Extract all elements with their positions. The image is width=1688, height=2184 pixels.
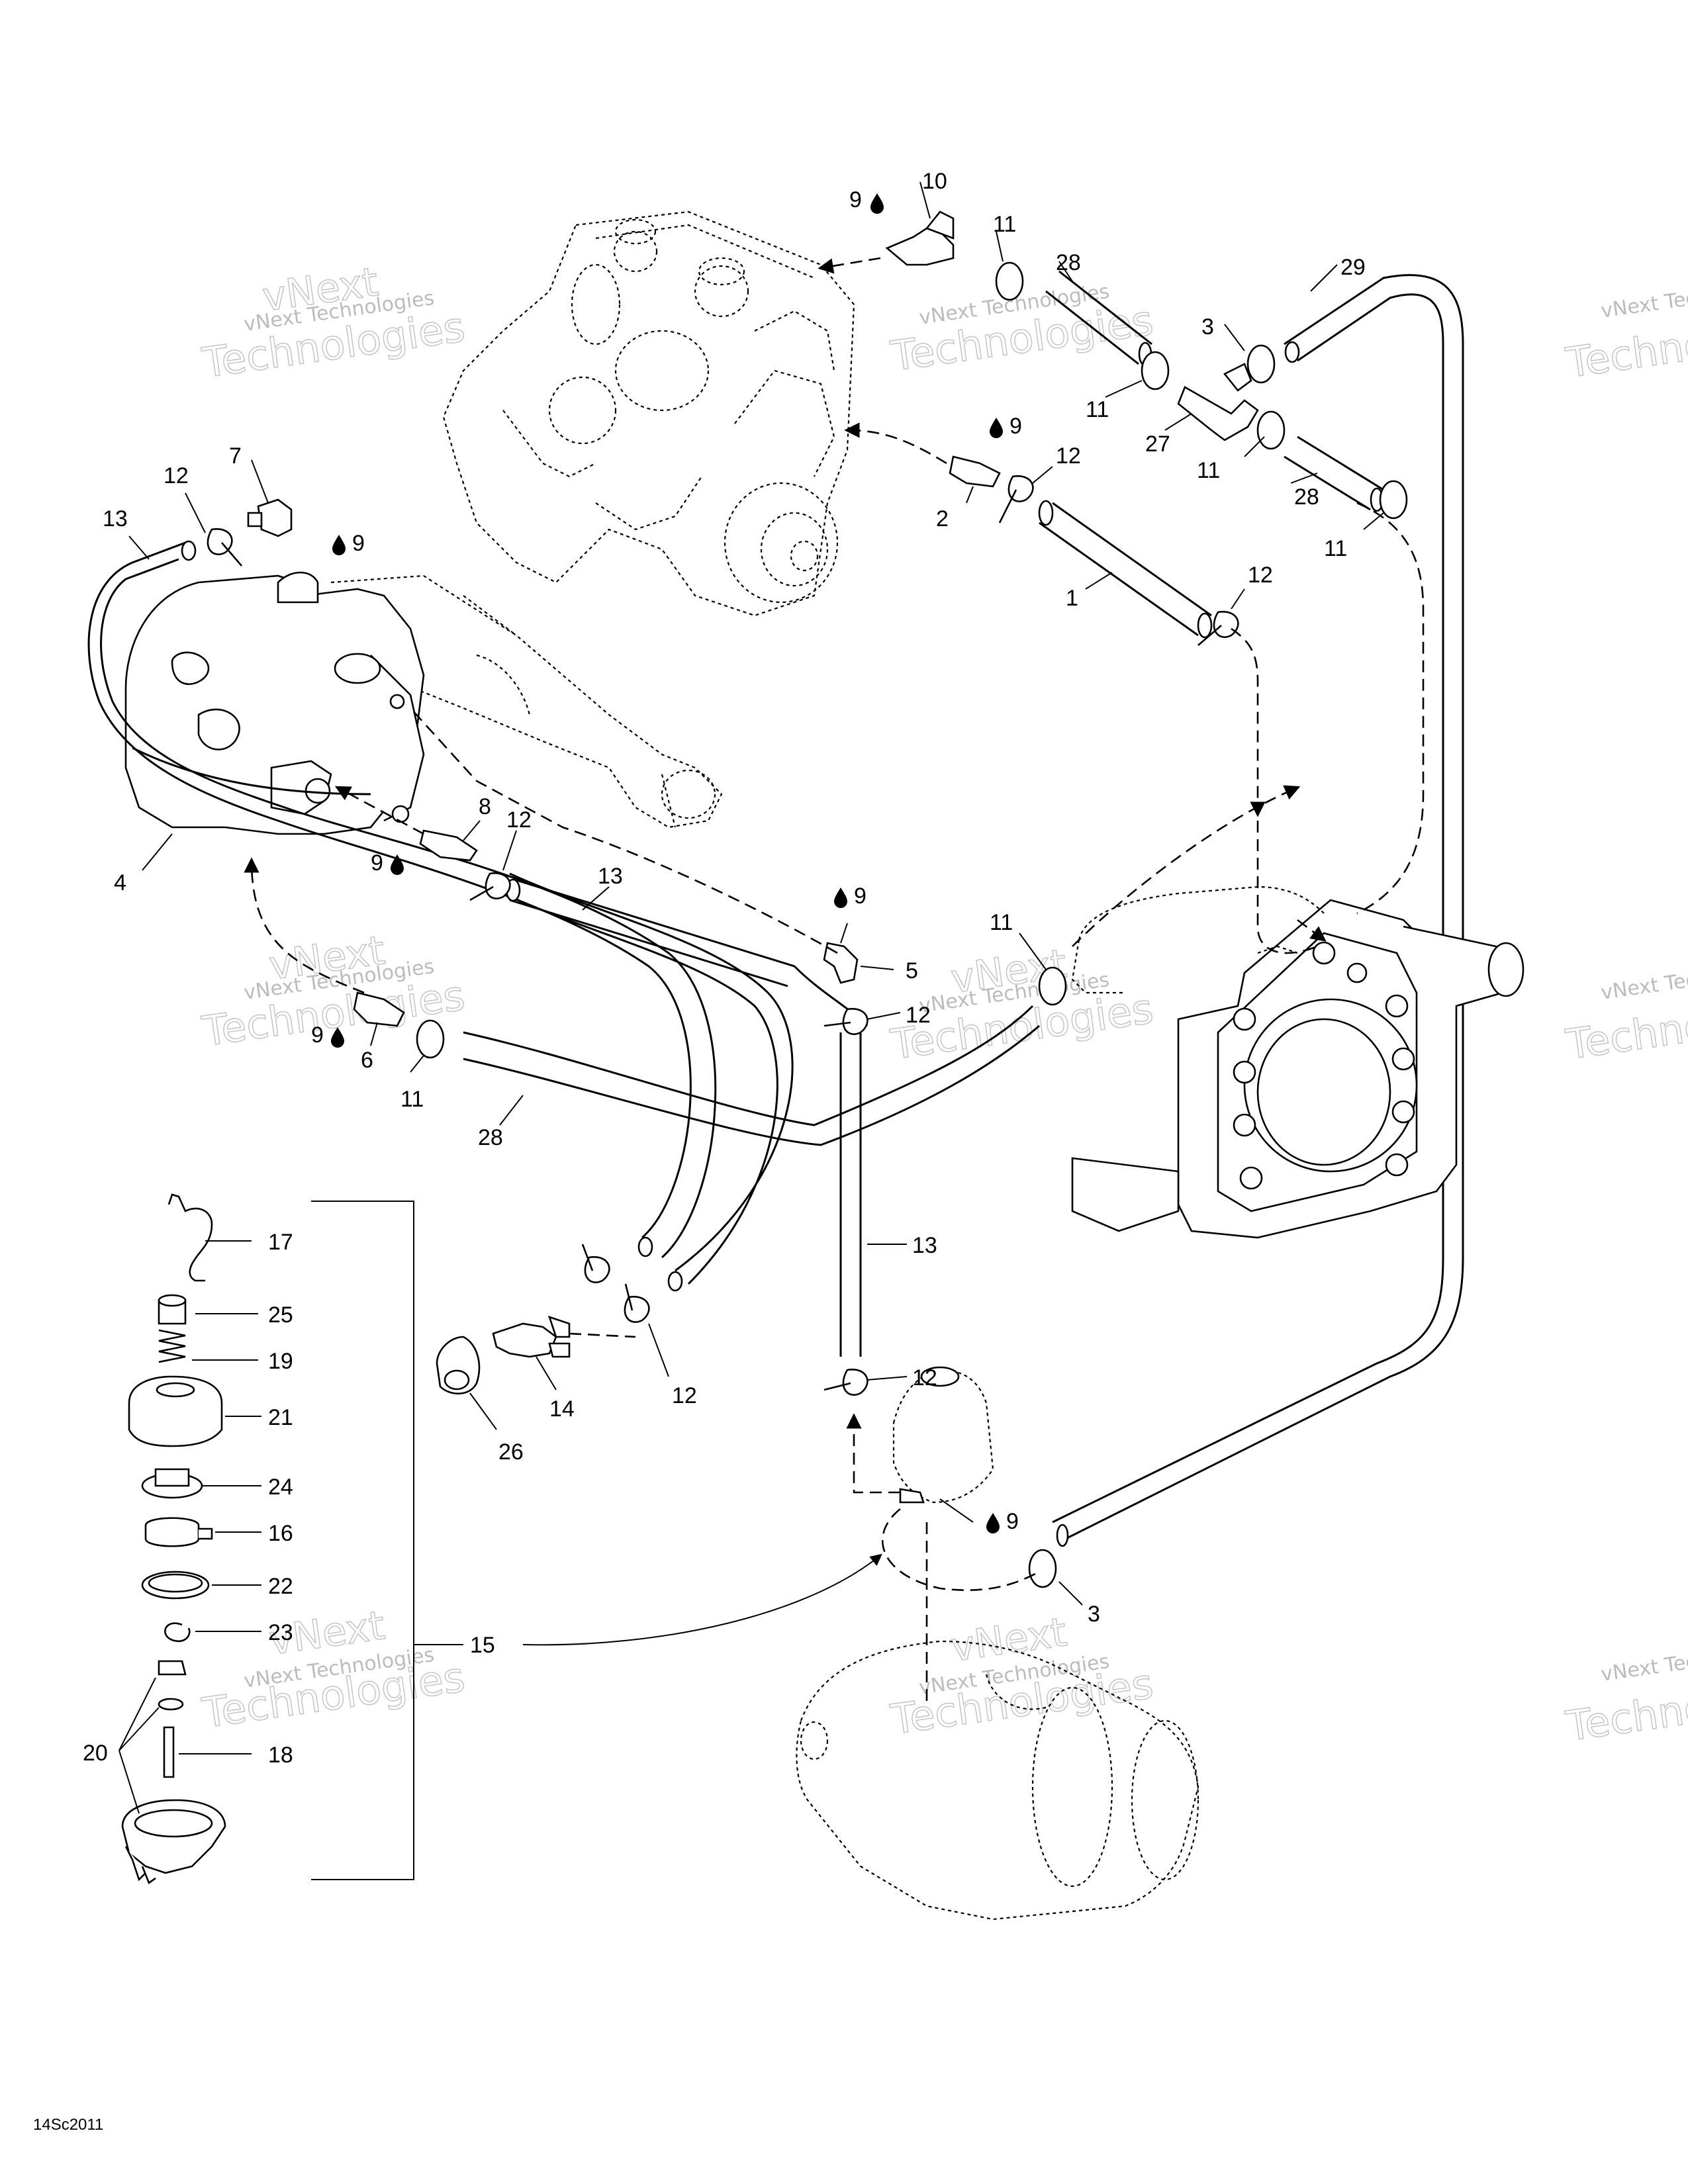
callout-28: 28 bbox=[478, 1125, 503, 1150]
callout-11: 11 bbox=[993, 212, 1016, 237]
callout-6: 6 bbox=[361, 1048, 373, 1073]
callout-3: 3 bbox=[1201, 314, 1214, 340]
callout-8: 8 bbox=[479, 794, 491, 819]
callout-7: 7 bbox=[229, 443, 242, 469]
callout-2: 2 bbox=[936, 506, 949, 531]
callout-20: 20 bbox=[83, 1741, 108, 1766]
leader-lines bbox=[118, 181, 1384, 1814]
jet-pump-outline bbox=[330, 574, 723, 829]
callout-11: 11 bbox=[1086, 397, 1109, 422]
callout-10: 10 bbox=[922, 169, 947, 194]
droplet-icon bbox=[986, 1513, 1000, 1533]
hose-13-center-vertical bbox=[839, 1032, 862, 1357]
callout-9: 9 bbox=[1006, 1509, 1019, 1534]
watermark-line1: vNext Technologies bbox=[1599, 1637, 1688, 1686]
watermark-line1: vNext Technologies bbox=[1599, 955, 1688, 1005]
fitting-6-nipple bbox=[353, 991, 405, 1027]
watermark-line1: vNext Technologies bbox=[1599, 273, 1688, 323]
callout-11: 11 bbox=[1197, 458, 1220, 483]
callout-9: 9 bbox=[1009, 414, 1022, 439]
droplet-icon bbox=[332, 535, 346, 555]
callout-11: 11 bbox=[400, 1087, 424, 1112]
engine-outline bbox=[442, 210, 855, 617]
watermark-group: vNext Technologies vNext Technologies vN… bbox=[199, 258, 1688, 1751]
drawing-code: 14Sc2011 bbox=[33, 2116, 103, 2134]
muffler-outline bbox=[796, 1640, 1199, 1921]
callout-24: 24 bbox=[268, 1475, 293, 1500]
callout-9: 9 bbox=[854, 884, 867, 909]
fitting-14-connector bbox=[492, 1315, 571, 1358]
callout-12: 12 bbox=[1248, 563, 1273, 588]
clamps bbox=[207, 261, 1408, 1588]
callout-12: 12 bbox=[1056, 443, 1081, 469]
callout-9: 9 bbox=[352, 531, 365, 556]
hose-13-left-loop bbox=[87, 540, 717, 1259]
callout-11: 11 bbox=[1324, 536, 1347, 561]
hose-28-right bbox=[1284, 435, 1384, 512]
callout-labels: 10 9 11 28 29 3 11 27 11 28 11 9 12 2 1 … bbox=[83, 169, 1366, 1768]
fitting-10-elbow bbox=[885, 210, 955, 266]
callout-12: 12 bbox=[912, 1365, 937, 1390]
callout-5: 5 bbox=[906, 958, 918, 983]
callout-13: 13 bbox=[598, 864, 623, 889]
droplet-icon bbox=[870, 193, 884, 214]
callout-3: 3 bbox=[1088, 1602, 1100, 1627]
callout-12: 12 bbox=[672, 1383, 697, 1408]
fitting-8-nipple bbox=[419, 829, 478, 862]
callout-12: 12 bbox=[906, 1003, 931, 1028]
callout-13: 13 bbox=[912, 1233, 937, 1258]
callout-15: 15 bbox=[470, 1633, 495, 1658]
fitting-7-elbow bbox=[247, 498, 293, 537]
callout-23: 23 bbox=[268, 1620, 293, 1645]
callout-29: 29 bbox=[1340, 255, 1366, 280]
callout-28: 28 bbox=[1056, 250, 1081, 275]
hose-13-mid bbox=[505, 878, 868, 1027]
hose-29-long bbox=[1052, 274, 1464, 1543]
fitting-5-elbow bbox=[823, 942, 859, 984]
callout-11: 11 bbox=[990, 910, 1013, 935]
callout-9: 9 bbox=[849, 187, 862, 212]
hose-13-right-loop bbox=[502, 872, 794, 1292]
droplet-icon bbox=[834, 887, 847, 908]
exhaust-manifold bbox=[124, 571, 425, 835]
fitting-2-nipple bbox=[949, 455, 1001, 488]
ride-plate-assembly bbox=[1071, 886, 1524, 1239]
callout-13: 13 bbox=[103, 506, 128, 531]
hose-28-left bbox=[463, 1005, 1040, 1146]
callout-4: 4 bbox=[114, 870, 126, 895]
droplet-icon bbox=[990, 418, 1003, 438]
callout-22: 22 bbox=[268, 1574, 293, 1599]
callout-16: 16 bbox=[268, 1521, 293, 1546]
callout-19: 19 bbox=[268, 1349, 293, 1374]
callout-17: 17 bbox=[268, 1230, 293, 1255]
callout-1: 1 bbox=[1066, 586, 1078, 611]
callout-14: 14 bbox=[549, 1396, 575, 1422]
callout-21: 21 bbox=[268, 1405, 293, 1430]
callout-18: 18 bbox=[268, 1743, 293, 1768]
valve-body bbox=[892, 1366, 994, 1504]
callout-12: 12 bbox=[506, 807, 532, 833]
hose-29-lower-end bbox=[1056, 1524, 1069, 1547]
valve-kit-exploded bbox=[121, 1193, 414, 1885]
callout-9: 9 bbox=[311, 1023, 324, 1048]
callout-27: 27 bbox=[1145, 432, 1170, 457]
callout-28: 28 bbox=[1294, 484, 1319, 510]
callout-26: 26 bbox=[498, 1439, 524, 1465]
callout-25: 25 bbox=[268, 1302, 293, 1328]
fitting-26-cap bbox=[436, 1336, 481, 1394]
assembly-flow-lines bbox=[244, 257, 1425, 1707]
callout-12: 12 bbox=[164, 463, 189, 488]
fitting-27-tee bbox=[1177, 363, 1259, 441]
hose-1 bbox=[1038, 500, 1213, 639]
hose-28-top bbox=[1045, 270, 1152, 367]
callout-9: 9 bbox=[371, 850, 383, 876]
